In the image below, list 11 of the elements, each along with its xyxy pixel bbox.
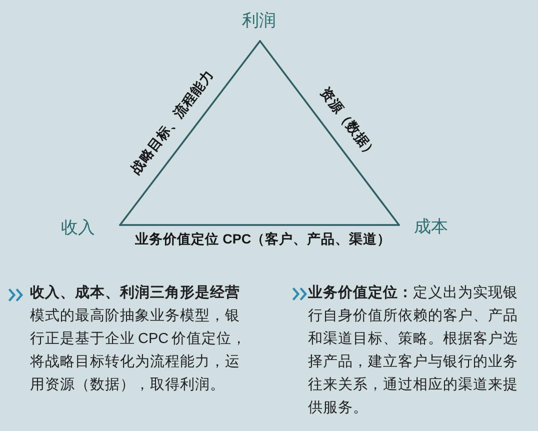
edge-label: 战略目标、流程能力 xyxy=(128,67,216,177)
vertex-label: 收入 xyxy=(61,218,95,238)
triangle-side xyxy=(259,40,400,226)
vertex-label: 成本 xyxy=(414,217,448,237)
description-text: 业务价值定位：定义出为实现银行自身价值所依赖的客户、产品和渠道目标、策略。根据客户选择产品，建立客户与银行的业务往来关系，通过相应的渠道来提供服务。 xyxy=(308,284,519,418)
edge-label: 业务价值定位 CPC（客户、产品、渠道） xyxy=(134,232,392,246)
triangle-side xyxy=(119,40,261,226)
triangle-side xyxy=(119,224,400,226)
edge-label: 资源（数据） xyxy=(318,84,380,162)
description-text: 收入、成本、利润三角形是经营模式的最高阶抽象业务模型，银行正是基于企业 CPC 价值定位，将战略目标转化为流程能力，运用资源（数据），取得利润。 xyxy=(30,284,248,394)
vertex-label: 利润 xyxy=(242,11,276,31)
